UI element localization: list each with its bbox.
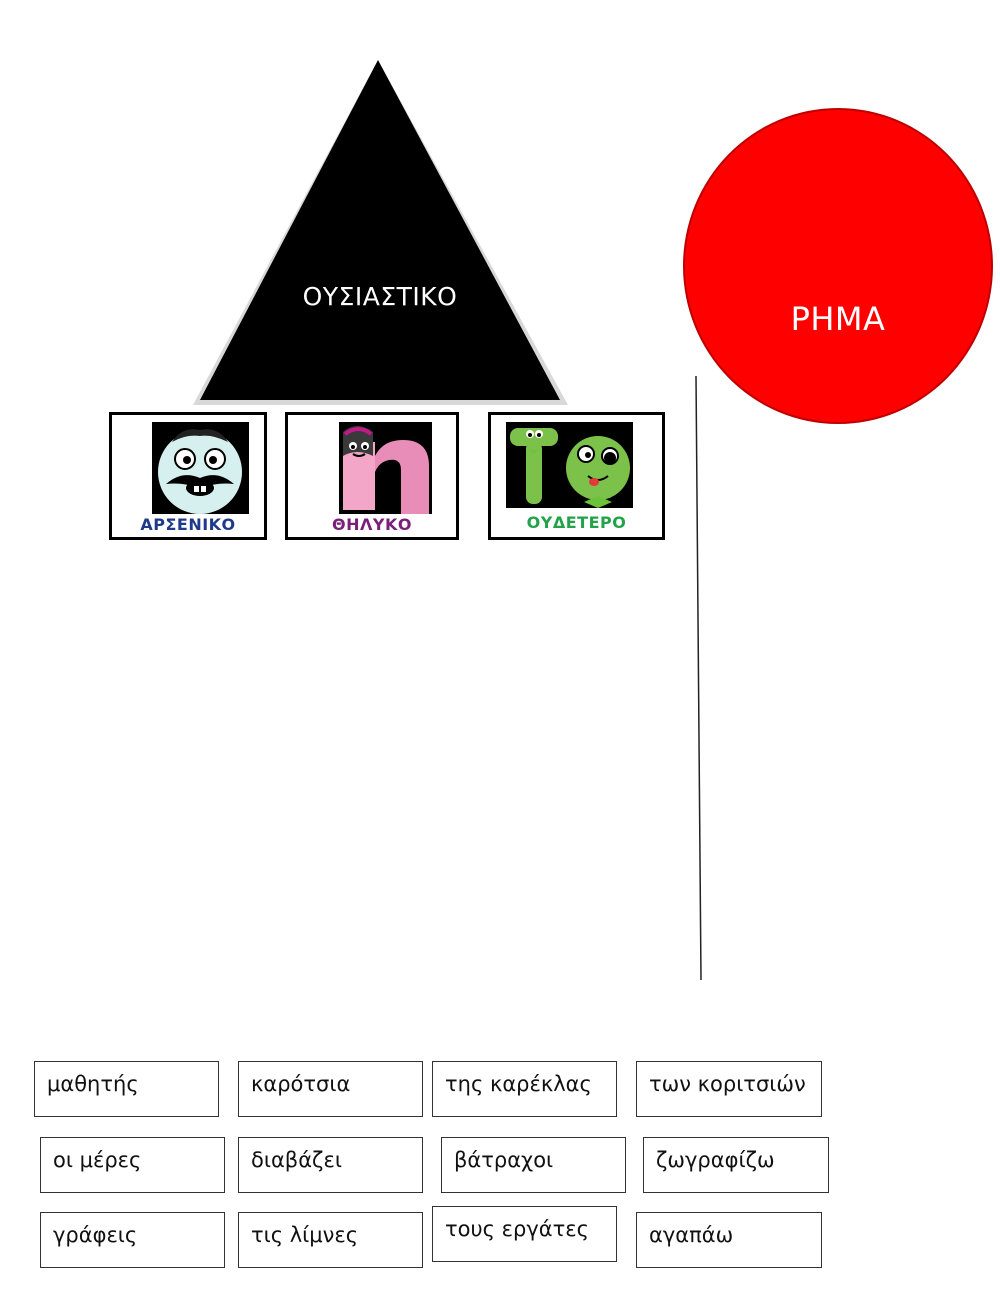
verb-label: ΡΗΜΑ: [790, 300, 886, 338]
gender-box-feminine: ΘΗΛΥΚΟ: [285, 412, 459, 540]
word-card[interactable]: αγαπάω: [636, 1212, 822, 1268]
word-card[interactable]: βάτραχοι: [441, 1137, 626, 1193]
noun-label: ΟΥΣΙΑΣΤΙΚΟ: [302, 282, 458, 311]
gender-label-neuter: ΟΥΔΕΤΕΡΟ: [526, 513, 627, 532]
word-card[interactable]: τις λίμνες: [238, 1212, 423, 1268]
gender-box-masculine: ΑΡΣΕΝΙΚΟ: [109, 412, 267, 540]
noun-triangle: [193, 60, 568, 405]
noun-triangle-shape: [200, 60, 560, 400]
verb-circle: ΡΗΜΑ: [683, 108, 993, 424]
word-card[interactable]: μαθητής: [34, 1061, 219, 1117]
word-card[interactable]: των κοριτσιών: [636, 1061, 822, 1117]
word-card[interactable]: της καρέκλας: [432, 1061, 617, 1117]
neuter-tau-omicron-letters-icon: [506, 422, 633, 508]
word-card[interactable]: ζωγραφίζω: [643, 1137, 829, 1193]
masculine-mustache-face-icon: [152, 422, 249, 514]
word-card[interactable]: καρότσια: [238, 1061, 423, 1117]
word-card[interactable]: οι μέρες: [40, 1137, 225, 1193]
gender-label-feminine: ΘΗΛΥΚΟ: [332, 515, 412, 534]
word-card[interactable]: τους εργάτες: [432, 1206, 617, 1262]
gender-label-masculine: ΑΡΣΕΝΙΚΟ: [140, 515, 236, 534]
gender-box-neuter: ΟΥΔΕΤΕΡΟ: [488, 412, 665, 540]
feminine-eta-letter-icon: [339, 422, 432, 514]
word-card[interactable]: διαβάζει: [238, 1137, 423, 1193]
word-card[interactable]: γράφεις: [40, 1212, 225, 1268]
